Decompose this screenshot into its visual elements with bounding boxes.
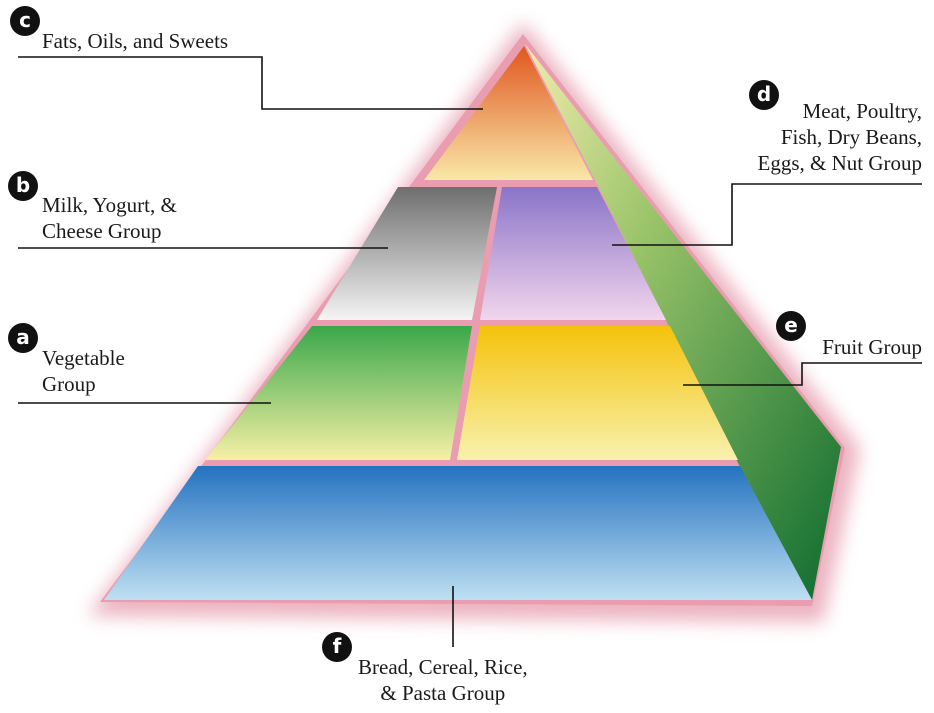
label-milk-yogurt-cheese: Milk, Yogurt, & Cheese Group	[42, 192, 177, 244]
label-text: Group	[42, 371, 125, 397]
label-badge-c: c	[10, 6, 40, 36]
label-text: Vegetable	[42, 345, 125, 371]
label-fruit-group: Fruit Group	[822, 334, 922, 360]
label-text: Bread, Cereal, Rice,	[358, 654, 528, 680]
label-vegetable-group: Vegetable Group	[42, 345, 125, 397]
label-badge-a: a	[8, 323, 38, 353]
label-text: Eggs, & Nut Group	[758, 150, 923, 176]
label-text: Meat, Poultry,	[758, 98, 923, 124]
label-text: Milk, Yogurt, &	[42, 192, 177, 218]
label-text: Fats, Oils, and Sweets	[42, 28, 228, 54]
label-text: Fish, Dry Beans,	[758, 124, 923, 150]
label-text: Fruit Group	[822, 334, 922, 360]
label-fats-oils-sweets: Fats, Oils, and Sweets	[42, 28, 228, 54]
label-bread-cereal-rice-pasta: Bread, Cereal, Rice, & Pasta Group	[358, 654, 528, 706]
leader-line-c	[18, 57, 483, 109]
tier-vegetable	[205, 326, 472, 460]
tier-milk-yogurt-cheese	[317, 187, 497, 320]
label-text: Cheese Group	[42, 218, 177, 244]
label-badge-b: b	[8, 171, 38, 201]
label-meat-poultry-fish: Meat, Poultry, Fish, Dry Beans, Eggs, & …	[758, 98, 923, 176]
tier-bread-cereal-rice-pasta	[104, 466, 812, 600]
label-badge-e: e	[776, 311, 806, 341]
label-text: & Pasta Group	[358, 680, 528, 706]
label-badge-f: f	[322, 632, 352, 662]
